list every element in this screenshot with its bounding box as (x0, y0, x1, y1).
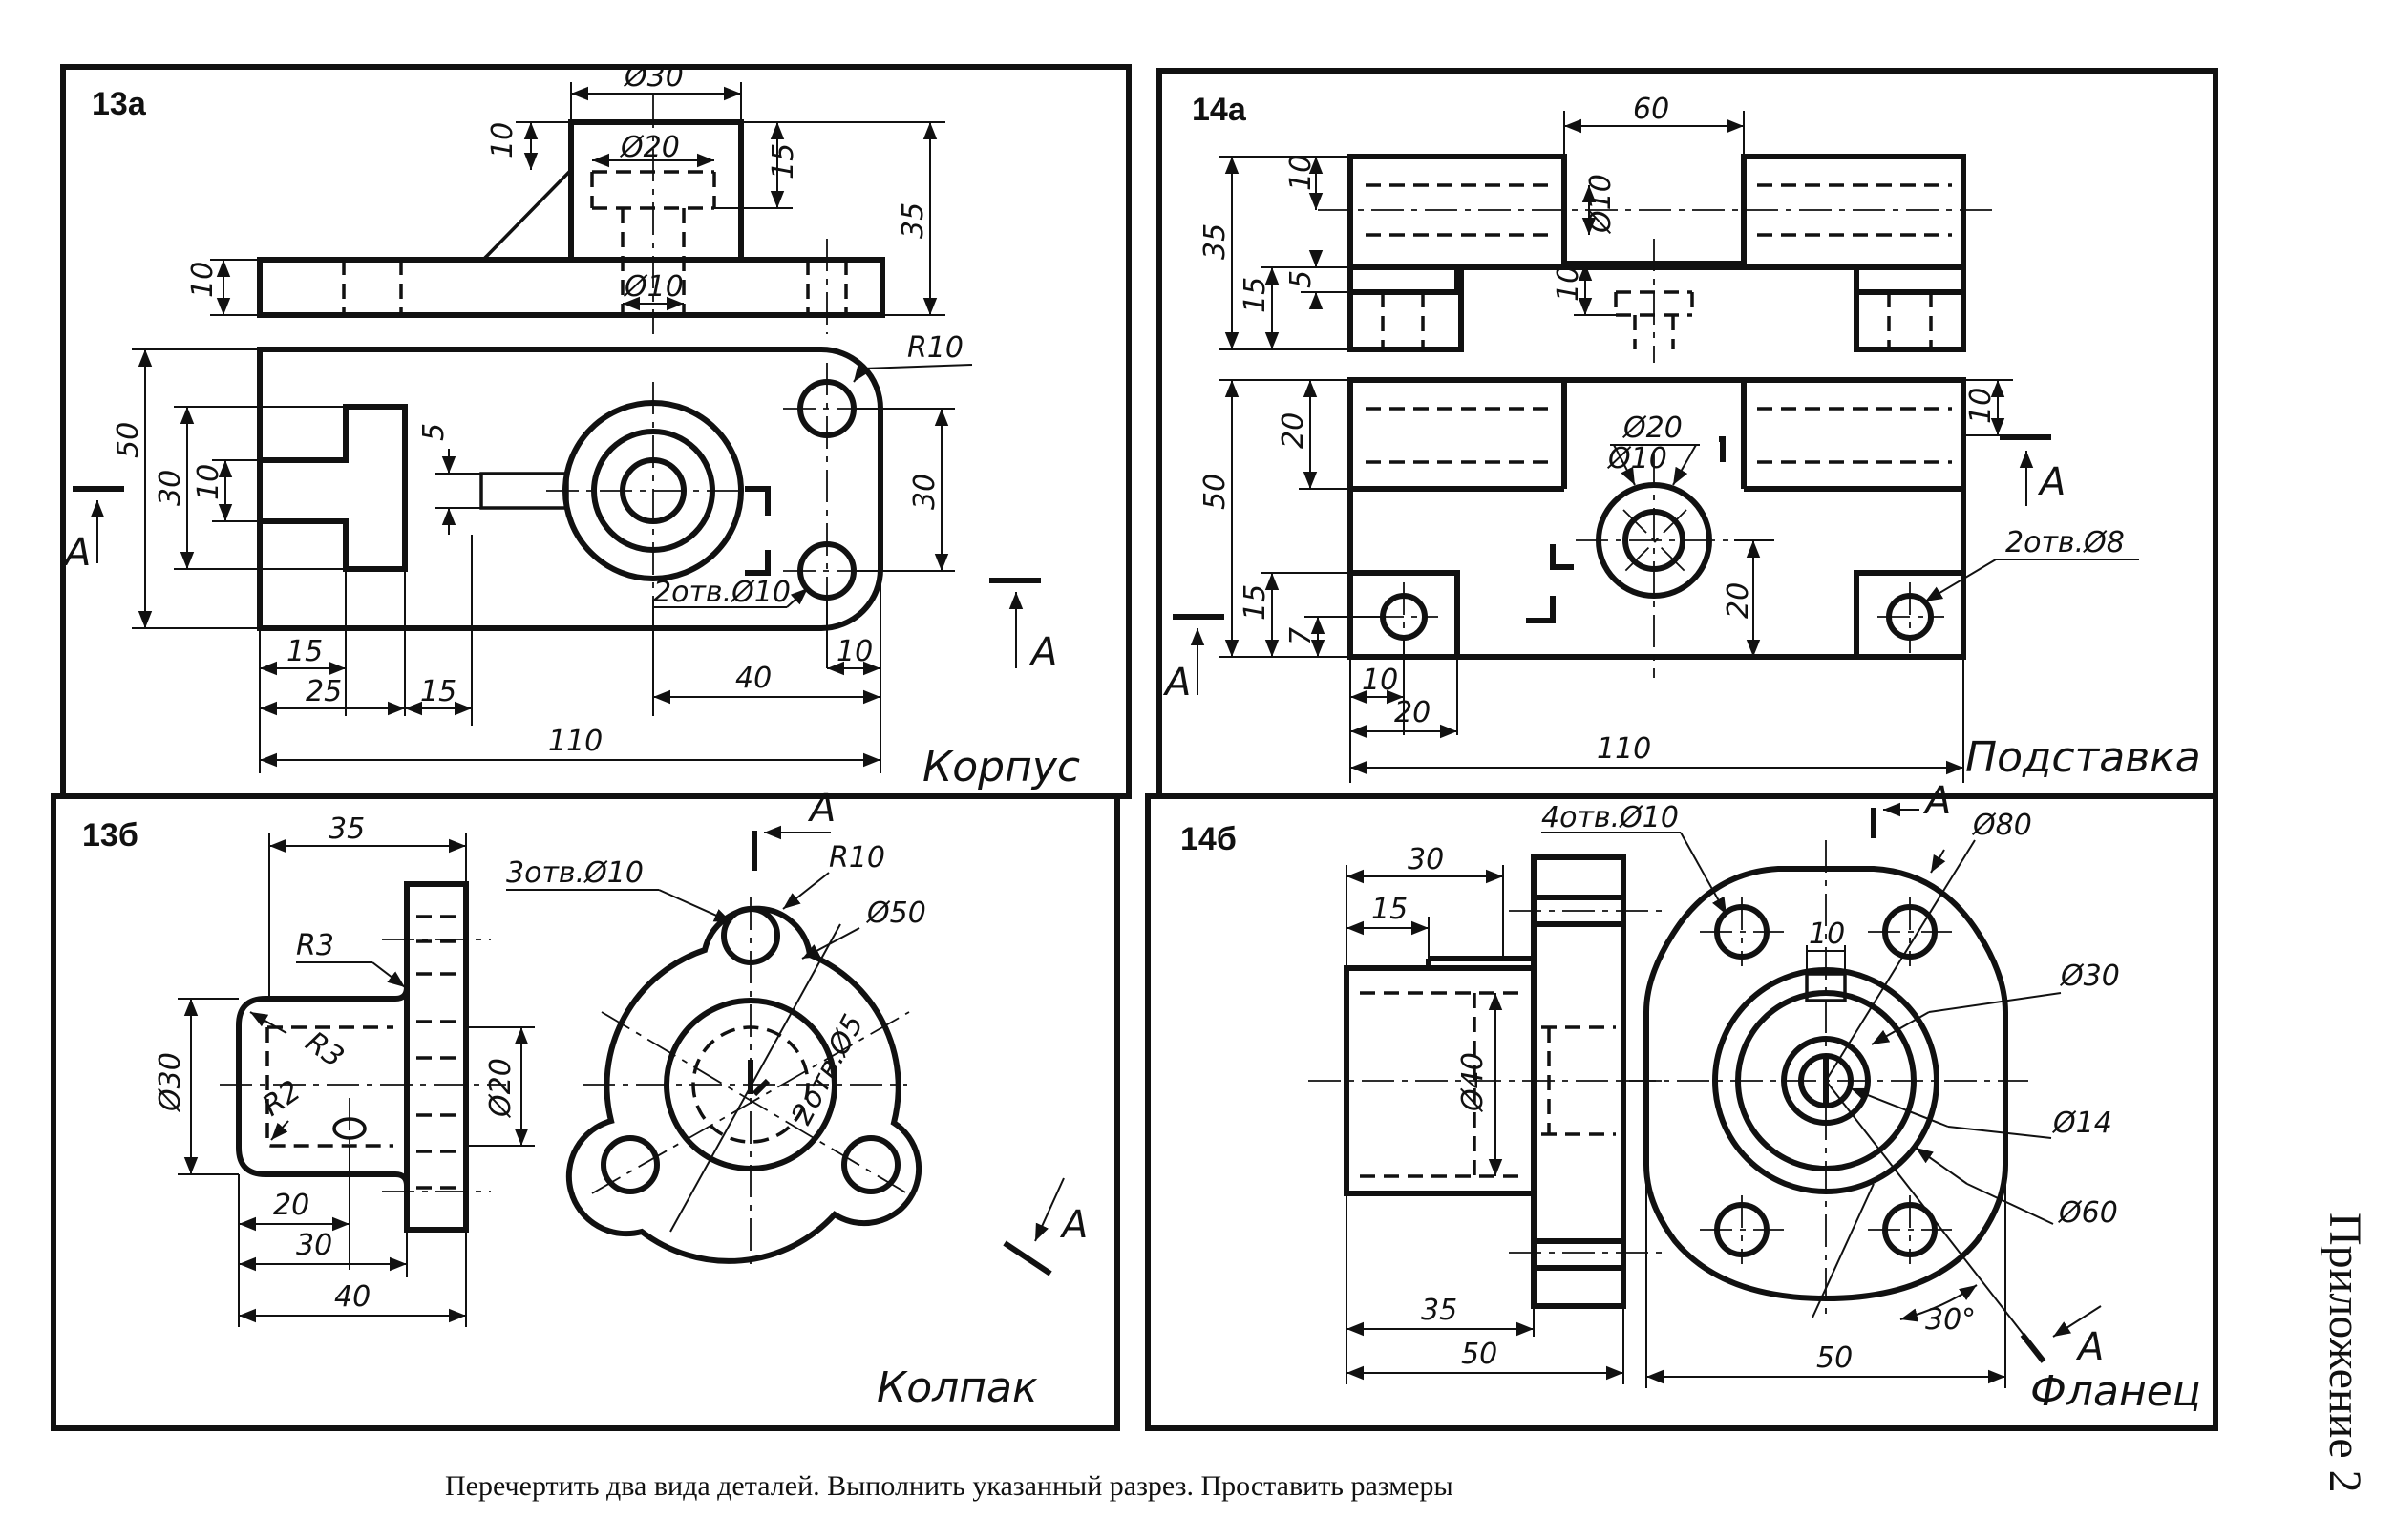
dim-10: 10 (1809, 918, 1845, 951)
caption: Перечертить два вида деталей. Выполнить … (445, 1470, 1453, 1502)
dim-35: 35 (1421, 1294, 1457, 1327)
dim-110: 110 (548, 725, 603, 758)
dim-d10: Ø10 (1606, 442, 1667, 475)
dim-holes3: 3отв.Ø10 (506, 856, 644, 890)
dim-10b: 10 (1552, 265, 1585, 302)
dim-15c: 15 (420, 675, 456, 708)
dim-30: 30 (296, 1229, 332, 1262)
dim-d20: Ø20 (619, 131, 680, 164)
dim-15a: 15 (1239, 277, 1272, 313)
dim-50b: 50 (1816, 1341, 1853, 1375)
section-a-top: A (1922, 779, 1951, 823)
dim-5: 5 (1284, 270, 1318, 288)
panel-label: 14а (1192, 92, 1247, 128)
dim-holes: 2отв.Ø10 (653, 576, 791, 609)
part-name: Колпак (877, 1363, 1038, 1412)
section-a-left: A (62, 531, 91, 575)
dim-20: 20 (273, 1189, 309, 1222)
dim-20a: 20 (1277, 412, 1310, 449)
panel-13a: 13а Ø30 Ø20 Ø10 10 15 3 (62, 60, 1080, 791)
dim-r2: R2 (257, 1074, 307, 1124)
dim-10a: 10 (1284, 155, 1318, 191)
dim-40: 40 (735, 662, 772, 695)
dim-7: 7 (1284, 627, 1318, 645)
dim-50a: 50 (1461, 1338, 1497, 1371)
part-name: Корпус (922, 743, 1080, 791)
dim-40: 40 (334, 1280, 371, 1314)
dim-d60: Ø60 (2057, 1196, 2118, 1230)
dim-15b: 15 (1239, 584, 1272, 621)
dim-holes4: 4отв.Ø10 (1541, 801, 1679, 834)
panel-label: 13а (92, 86, 147, 122)
section-a-left: A (1162, 661, 1191, 705)
dim-d30: Ø30 (623, 60, 684, 94)
dim-r10: R10 (829, 841, 885, 875)
dim-35: 35 (1198, 223, 1232, 260)
dim-10c: 10 (192, 464, 225, 500)
frame-13a (60, 64, 1132, 799)
dim-10d: 10 (1362, 664, 1398, 697)
dim-20b: 20 (1722, 582, 1755, 619)
dim-15b: 15 (286, 635, 323, 668)
dim-10d: 10 (837, 635, 873, 668)
dim-30: 30 (1408, 843, 1444, 876)
section-a-right: A (1028, 630, 1057, 674)
dim-d80: Ø80 (1971, 809, 2032, 842)
section-a-bottom: A (1059, 1203, 1088, 1247)
dim-d20: Ø20 (1621, 411, 1683, 445)
part-name: Фланец (2030, 1367, 2201, 1416)
dim-r3b: R3 (299, 1025, 350, 1075)
section-a-bottom: A (2075, 1325, 2104, 1369)
dim-50: 50 (112, 422, 145, 458)
panel-14b: 14б 30 15 Ø40 35 50 (1180, 779, 2201, 1416)
panel-label: 14б (1180, 821, 1237, 857)
dim-d40: Ø40 (1456, 1052, 1490, 1113)
dim-35: 35 (897, 202, 930, 239)
dim-35: 35 (329, 812, 365, 846)
dim-holes: 2отв.Ø8 (2005, 526, 2125, 559)
dim-angle: 30° (1925, 1303, 1976, 1337)
dim-d20: Ø20 (484, 1058, 518, 1119)
section-a-right: A (2037, 460, 2066, 504)
frame-14b (1145, 793, 2218, 1431)
dim-110: 110 (1597, 732, 1651, 766)
dim-d30: Ø30 (2059, 960, 2120, 993)
dim-60: 60 (1633, 93, 1669, 126)
dim-25: 25 (306, 675, 342, 708)
base-plate-front (257, 257, 885, 318)
part-name: Подставка (1965, 733, 2201, 782)
panel-14a: 14а 60 10 Ø10 (1162, 92, 2201, 783)
dim-d10v: Ø10 (1584, 174, 1618, 235)
dim-30b: 30 (908, 474, 942, 510)
dim-d14: Ø14 (2051, 1107, 2112, 1140)
dim-15: 15 (1371, 893, 1408, 926)
section-a-top: A (807, 787, 836, 831)
dim-30a: 30 (154, 470, 187, 506)
dim-15a: 15 (767, 143, 800, 179)
dim-r3a: R3 (296, 929, 334, 962)
dim-50: 50 (1198, 474, 1232, 510)
dim-d10: Ø10 (623, 270, 684, 304)
rib (478, 165, 573, 262)
base-plate-plan (257, 347, 883, 631)
dim-20c: 20 (1394, 696, 1431, 729)
panel-13b: 13б 35 R3 R3 R2 Ø30 Ø20 (82, 787, 1088, 1412)
dim-d30: Ø30 (154, 1052, 187, 1113)
panel-label: 13б (82, 817, 138, 854)
dim-r10: R10 (907, 331, 964, 365)
dim-10a: 10 (486, 122, 519, 158)
dim-d50: Ø50 (865, 897, 926, 930)
frame-13b (51, 793, 1120, 1431)
dim-10c: 10 (1964, 388, 1998, 424)
dim-10b: 10 (186, 262, 220, 298)
appendix-label: Приложение 2 (2320, 1213, 2370, 1493)
dim-5: 5 (417, 423, 451, 441)
